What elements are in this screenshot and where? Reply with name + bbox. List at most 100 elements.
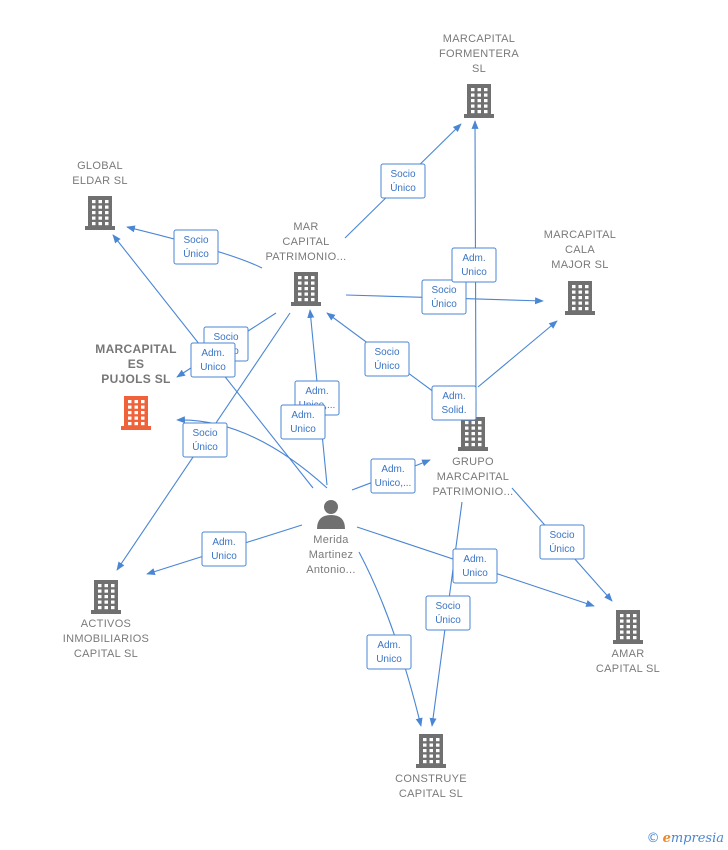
edge-label-box xyxy=(182,422,228,458)
edge-label[interactable]: Adm. Solid. xyxy=(431,385,477,421)
building-icon xyxy=(565,281,595,315)
edge-label-text: Adm. xyxy=(305,386,328,397)
node-label: MAR xyxy=(293,221,318,233)
node-marcapital-cala-major[interactable]: MARCAPITAL CALA MAJOR SL xyxy=(544,229,616,315)
brand-initial: e xyxy=(662,831,671,846)
node-global-eldar[interactable]: GLOBAL ELDAR SL xyxy=(72,160,128,230)
edge-label-box xyxy=(431,385,477,421)
node-label: CAPITAL SL xyxy=(596,663,660,675)
edge-label-text: Único xyxy=(390,181,416,194)
copyright-icon: © xyxy=(646,831,660,846)
node-label: FORMENTERA xyxy=(439,48,519,60)
node-label: ACTIVOS xyxy=(81,618,131,630)
edge-merida-to-construye_capital xyxy=(358,551,423,727)
edge-label-text: Único xyxy=(183,247,209,260)
edge-label-text: Unico xyxy=(462,568,488,579)
edge-label-text: Unico xyxy=(211,551,237,562)
building-icon xyxy=(121,396,151,430)
node-label: ES xyxy=(128,357,145,371)
node-label: GLOBAL xyxy=(77,160,123,172)
node-merida[interactable]: MeridaMartinezAntonio... xyxy=(306,500,355,576)
edge-merida-to-marcapital_es_pujols xyxy=(176,416,328,489)
edge-label-box xyxy=(539,524,585,560)
node-label: CALA xyxy=(565,244,595,256)
edge-label[interactable]: Adm.Unico xyxy=(366,634,412,670)
edge-label-text: Adm. xyxy=(442,391,465,402)
edge-label-box xyxy=(280,404,326,440)
node-label: MARCAPITAL xyxy=(544,229,616,241)
edge-grupo_marcapital-to-marcapital_cala_major xyxy=(477,320,558,388)
building-icon xyxy=(458,417,488,451)
node-activos-inmobiliarios[interactable]: ACTIVOS INMOBILIARIOS CAPITAL SL xyxy=(63,580,149,660)
edge-label-box xyxy=(190,342,236,378)
building-icon xyxy=(291,272,321,306)
edge-label-text: Socio xyxy=(213,332,238,343)
edge-label-text: Adm. xyxy=(377,640,400,651)
edge-label-text: Único xyxy=(431,297,457,310)
edge-label[interactable]: Adm. Unico,... xyxy=(370,458,416,494)
edge-label-box xyxy=(370,458,416,494)
node-label: AMAR xyxy=(612,648,645,660)
edge-label-text: Unico xyxy=(200,362,226,373)
node-label: MAJOR SL xyxy=(551,259,608,271)
edge-label-text: Socio xyxy=(549,530,574,541)
node-label: Merida xyxy=(313,534,349,546)
edge-label-text: Socio xyxy=(390,169,415,180)
edge-label-text: Adm. xyxy=(463,554,486,565)
edge-label-text: Socio xyxy=(374,347,399,358)
node-amar-capital[interactable]: AMAR CAPITAL SL xyxy=(596,610,660,675)
node-label: PUJOLS SL xyxy=(101,372,170,386)
node-label: ELDAR SL xyxy=(72,175,128,187)
brand-footer[interactable]: ©empresia xyxy=(647,831,724,846)
edge-label[interactable]: Adm. Unico xyxy=(280,404,326,440)
building-icon xyxy=(613,610,643,644)
node-mar-capital-patrimonio[interactable]: MAR CAPITAL PATRIMONIO... xyxy=(265,221,346,306)
brand-name: mpresia xyxy=(670,831,724,846)
node-label: GRUPO xyxy=(452,456,494,468)
edge-label-text: Unico xyxy=(290,424,316,435)
edge-label-text: Unico,... xyxy=(375,478,412,489)
node-label: PATRIMONIO... xyxy=(265,251,346,263)
building-icon xyxy=(464,84,494,118)
edge-label-text: Adm. xyxy=(291,410,314,421)
edge-label[interactable]: Adm. Unico xyxy=(201,531,247,567)
node-label: CAPITAL SL xyxy=(74,648,138,660)
node-label: CAPITAL SL xyxy=(399,788,463,800)
node-label: CAPITAL xyxy=(282,236,329,248)
edge-label-text: Socio xyxy=(435,601,460,612)
edge-label[interactable]: Adm. Unico xyxy=(452,548,498,584)
node-label: INMOBILIARIOS xyxy=(63,633,149,645)
edge-label-text: Único xyxy=(549,542,575,555)
building-icon xyxy=(416,734,446,768)
node-label: SL xyxy=(472,63,486,75)
edge-label-text: Adm. xyxy=(212,537,235,548)
edge-label-text: Adm. xyxy=(201,348,224,359)
building-icon xyxy=(91,580,121,614)
node-label: MARCAPITAL xyxy=(437,471,509,483)
edge-label-text: Solid. xyxy=(441,405,466,416)
edge-label-text: Socio xyxy=(183,235,208,246)
node-label: Antonio... xyxy=(306,564,355,576)
edge-label[interactable]: Adm. Unico xyxy=(190,342,236,378)
edge-label-text: Único xyxy=(435,613,461,626)
node-grupo-marcapital[interactable]: GRUPOMARCAPITALPATRIMONIO... xyxy=(432,417,513,498)
node-label: Martinez xyxy=(309,549,354,561)
edge-label[interactable]: Adm.Unico xyxy=(451,247,497,283)
edge-label-box xyxy=(452,548,498,584)
node-label: MARCAPITAL xyxy=(95,342,176,356)
edge-label-box xyxy=(173,229,219,265)
edge-label-text: Único xyxy=(374,359,400,372)
edge-label-text: Adm. xyxy=(381,464,404,475)
